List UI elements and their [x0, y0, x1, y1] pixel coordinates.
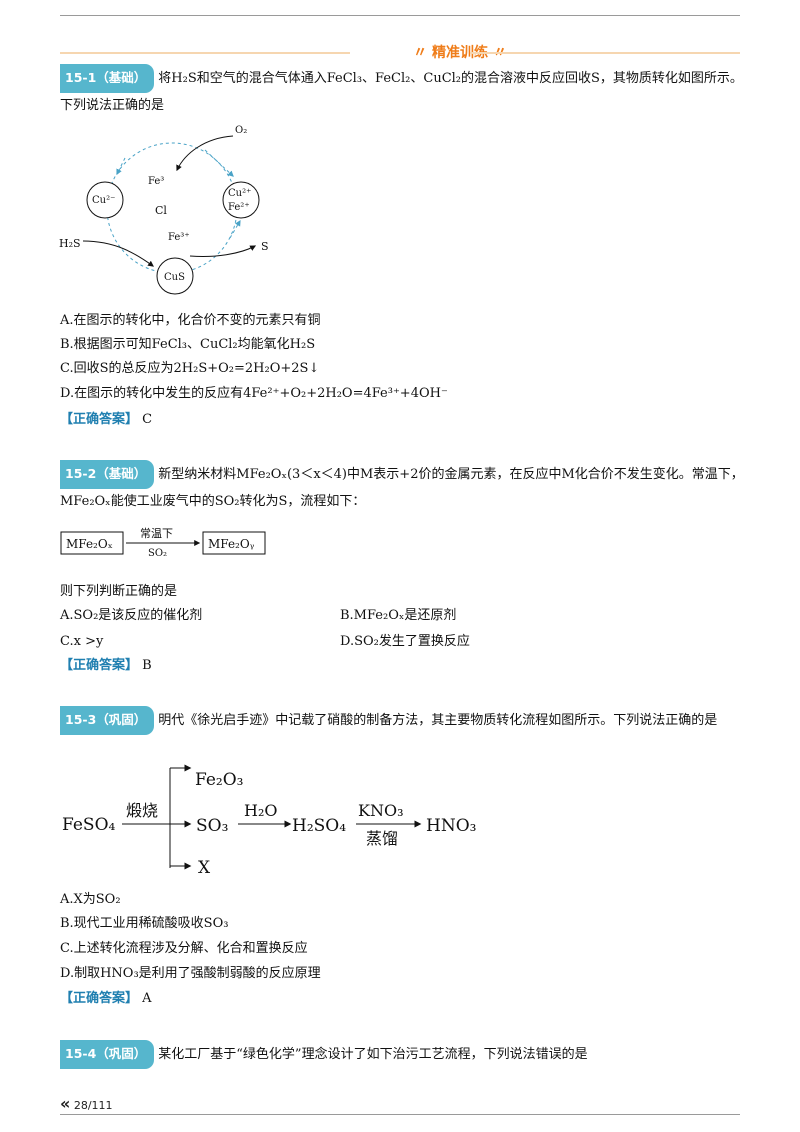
question-tag: 15-3（巩固） — [60, 706, 155, 735]
option-c: C.上述转化流程涉及分解、化合和置换反应 — [60, 941, 308, 956]
option-a: A.SO₂是该反应的催化剂 — [60, 608, 203, 623]
judge-prompt: 则下列判断正确的是 — [60, 584, 178, 599]
question-tag: 15-4（巩固） — [60, 1040, 155, 1069]
fe2o3-label: Fe₂O₃ — [195, 770, 244, 790]
question-text: 新型纳米材料MFe₂Oₓ(3＜x＜4)中M表示+2价的金属元素，在反应中M化合价… — [60, 467, 744, 509]
flow-reagent-label: SO₂ — [148, 548, 167, 559]
kno3-label: KNO₃ — [358, 801, 403, 820]
feso4-label: FeSO₄ — [62, 815, 116, 835]
option-d: D.制取HNO₃是利用了强酸制弱酸的反应原理 — [60, 966, 321, 981]
option-a: A.X为SO₂ — [60, 892, 121, 907]
x-label: X — [198, 858, 211, 878]
cl-label: Cl — [155, 204, 167, 217]
question-15-1-stem: 15-1（基础）将H₂S和空气的混合气体通入FeCl₃、FeCl₂、CuCl₂的… — [60, 64, 745, 119]
so3-label: SO₃ — [196, 816, 228, 836]
nitric-acid-flow-diagram: FeSO₄ 煅烧 Fe₂O₃ SO₃ X H₂O H₂SO₄ KNO₃ 蒸馏 H… — [62, 764, 476, 878]
question-15-4-stem: 15-4（巩固）某化工厂基于“绿色化学”理念设计了如下治污工艺流程，下列说法错误… — [60, 1040, 745, 1069]
option-a: A.在图示的转化中，化合价不变的元素只有铜 — [60, 313, 321, 328]
answer-line: 【正确答案】 C — [60, 410, 152, 430]
banner-title: 〃 精准训练 〃 — [413, 45, 507, 61]
answer-line: 【正确答案】 B — [60, 656, 152, 676]
fe3-label: Fe³⁺ — [168, 232, 190, 243]
mfe2ox-flow-diagram: MFe₂Oₓ 常温下 SO₂ MFe₂Oᵧ — [60, 527, 266, 559]
cu2-label: Cu²⁺ — [228, 188, 251, 199]
option-c: C.x >y — [60, 634, 104, 649]
banner-line-right — [470, 52, 740, 54]
fe2-label: Fe²⁺ — [228, 202, 250, 213]
option-b: B.根据图示可知FeCl₃、CuCl₂均能氧化H₂S — [60, 337, 316, 352]
bottom-rule — [60, 1114, 740, 1115]
top-rule — [60, 15, 740, 16]
distill-label: 蒸馏 — [366, 829, 398, 848]
cu-fe-node — [222, 181, 260, 219]
question-text: 明代《徐光启手迹》中记载了硝酸的制备方法，其主要物质转化流程如图所示。下列说法正… — [158, 713, 718, 728]
chevron-left-icon: « — [60, 1094, 71, 1113]
answer-value: C — [142, 412, 153, 427]
question-tag: 15-1（基础） — [60, 64, 155, 93]
answer-value: B — [142, 658, 152, 673]
option-b: B.MFe₂Oₓ是还原剂 — [340, 608, 457, 623]
section-banner: 〃 精准训练 〃 — [60, 42, 740, 64]
h2so4-label: H₂SO₄ — [292, 816, 346, 836]
answer-label: 【正确答案】 — [60, 658, 139, 673]
page-footer: « 28/111 — [60, 1094, 113, 1113]
option-b: B.现代工业用稀硫酸吸收SO₃ — [60, 916, 229, 931]
answer-label: 【正确答案】 — [60, 991, 139, 1006]
reaction-cycle-diagram: Cu²⁻ Cu²⁺ Fe²⁺ CuS O₂ Fe³ Cl Fe³⁺ H₂S S — [59, 125, 269, 295]
option-c: C.回收S的总反应为2H₂S+O₂=2H₂O+2S↓ — [60, 361, 320, 376]
s-label: S — [261, 240, 269, 253]
cu-ion-node — [86, 181, 124, 219]
question-15-2-stem: 15-2（基础）新型纳米材料MFe₂Oₓ(3＜x＜4)中M表示+2价的金属元素，… — [60, 460, 745, 515]
question-text: 将H₂S和空气的混合气体通入FeCl₃、FeCl₂、CuCl₂的混合溶液中反应回… — [60, 71, 743, 113]
flow-condition-label: 常温下 — [140, 527, 173, 540]
calcine-label: 煅烧 — [126, 801, 158, 820]
answer-value: A — [142, 991, 152, 1006]
cus-node — [156, 257, 194, 295]
cus-label: CuS — [164, 272, 185, 283]
cycle-ring — [106, 142, 238, 274]
option-d: D.SO₂发生了置换反应 — [340, 634, 470, 649]
hno3-label: HNO₃ — [426, 816, 476, 836]
flow-left-label: MFe₂Oₓ — [66, 537, 113, 551]
cu-ion-label: Cu²⁻ — [92, 195, 115, 206]
question-tag: 15-2（基础） — [60, 460, 155, 489]
o2-label: O₂ — [235, 125, 247, 136]
answer-label: 【正确答案】 — [60, 412, 139, 427]
question-15-3-stem: 15-3（巩固）明代《徐光启手迹》中记载了硝酸的制备方法，其主要物质转化流程如图… — [60, 706, 745, 735]
banner-line-left — [60, 52, 350, 54]
h2s-label: H₂S — [59, 237, 81, 250]
question-text: 某化工厂基于“绿色化学”理念设计了如下治污工艺流程，下列说法错误的是 — [158, 1047, 588, 1062]
flow-right-label: MFe₂Oᵧ — [208, 537, 255, 551]
page-number: 28/111 — [73, 1099, 113, 1112]
h2o-label: H₂O — [244, 801, 277, 820]
fe3-top-label: Fe³ — [148, 176, 164, 187]
option-d: D.在图示的转化中发生的反应有4Fe²⁺+O₂+2H₂O=4Fe³⁺+4OH⁻ — [60, 386, 448, 401]
answer-line: 【正确答案】 A — [60, 989, 152, 1009]
